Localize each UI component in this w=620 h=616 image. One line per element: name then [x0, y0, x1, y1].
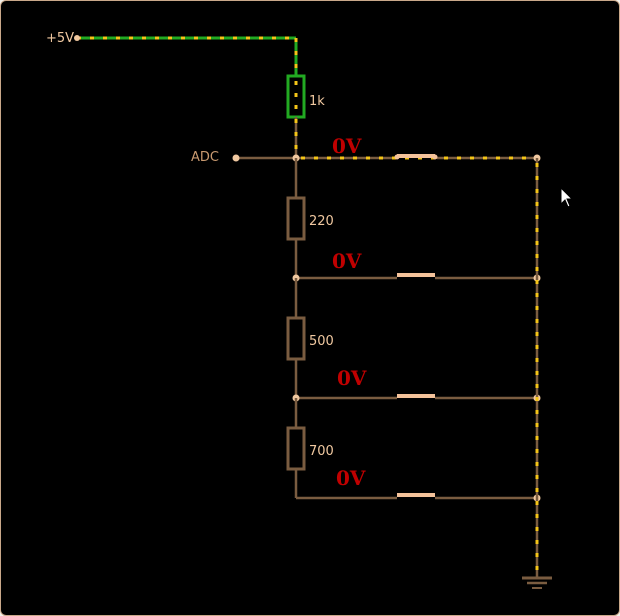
mouse-cursor-icon: [560, 186, 574, 208]
resistor-220-label: 220: [309, 214, 334, 229]
resistor-500-label: 500: [309, 334, 334, 349]
switch-1[interactable]: [394, 154, 438, 160]
voltage-readout-3: 0V: [337, 366, 367, 390]
supply-label: +5V: [46, 31, 74, 46]
supply-terminal[interactable]: [74, 35, 80, 41]
resistor-1k[interactable]: [286, 74, 306, 119]
resistor-220[interactable]: [286, 196, 306, 241]
voltage-readout-4: 0V: [336, 466, 366, 490]
resistor-1k-label: 1k: [309, 94, 325, 109]
adc-terminal[interactable]: [232, 154, 240, 162]
resistor-700[interactable]: [286, 426, 306, 471]
ground-icon[interactable]: [522, 576, 552, 589]
voltage-readout-1: 0V: [332, 134, 362, 158]
voltage-readout-2: 0V: [332, 249, 362, 273]
supply-wire[interactable]: [77, 36, 298, 76]
resistor-700-label: 700: [309, 444, 334, 459]
resistor-500[interactable]: [286, 316, 306, 361]
adc-label: ADC: [191, 150, 219, 165]
